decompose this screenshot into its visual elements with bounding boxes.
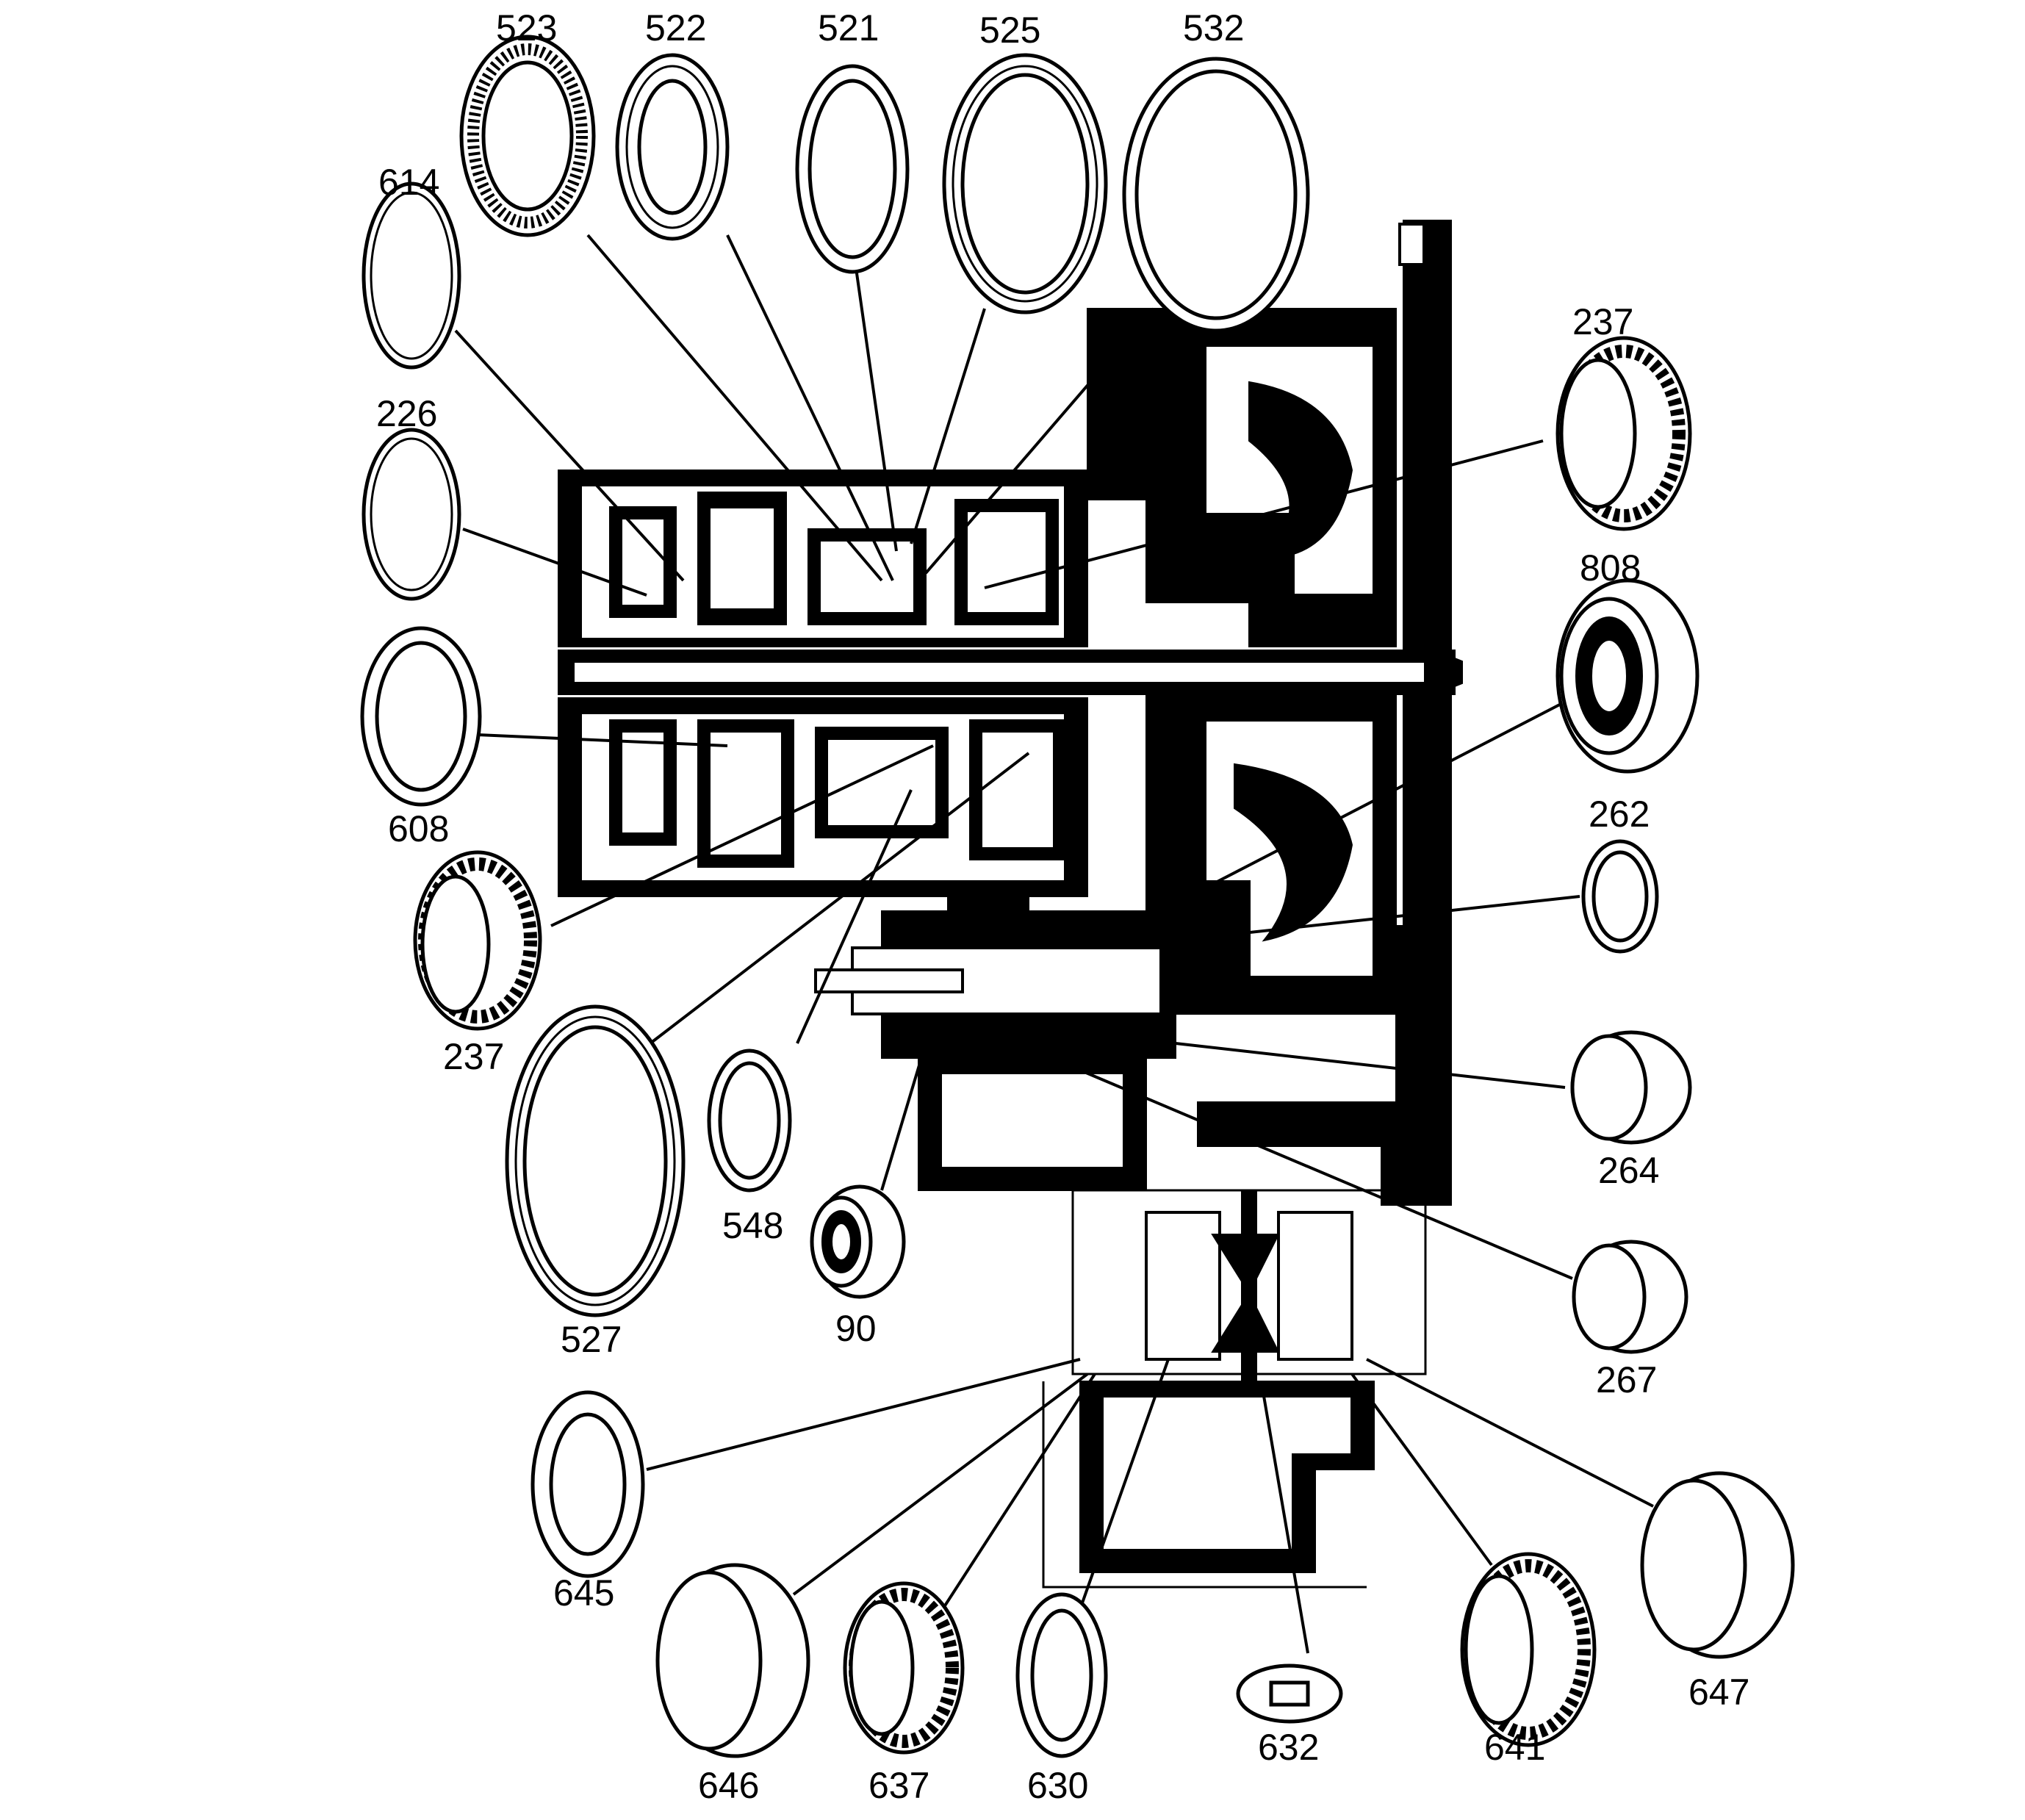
part-90-roller-bearing <box>810 1184 906 1299</box>
part-632-thrust-washer <box>1236 1663 1343 1724</box>
callout-637: 637 <box>868 1765 929 1806</box>
callout-646: 646 <box>698 1765 759 1806</box>
leader-lines <box>454 234 1654 1654</box>
callout-237-upper: 237 <box>1572 301 1633 342</box>
part-532-ring <box>1122 57 1310 333</box>
part-522-washer <box>615 53 730 241</box>
callout-614: 614 <box>378 162 439 203</box>
part-637-roller-bearing <box>843 1581 965 1755</box>
part-608-washer <box>360 626 482 807</box>
callout-808: 808 <box>1580 547 1641 589</box>
part-548-washer <box>707 1049 792 1193</box>
part-525-ring <box>942 53 1108 314</box>
part-646-bearing-cup <box>655 1563 810 1758</box>
callout-521: 521 <box>818 7 879 48</box>
callout-267: 267 <box>1596 1359 1657 1400</box>
part-237-lower-roller-bearing <box>413 850 542 1031</box>
part-641-roller-bearing <box>1460 1552 1597 1747</box>
part-614-snap-ring <box>362 181 461 370</box>
callout-630: 630 <box>1027 1765 1088 1806</box>
callout-226: 226 <box>376 393 437 434</box>
part-808-roller-bearing <box>1555 578 1700 774</box>
exploded-parts <box>360 35 1795 1758</box>
callout-532: 532 <box>1183 7 1244 48</box>
callout-641: 641 <box>1484 1727 1545 1768</box>
part-647-bearing-cup <box>1640 1471 1795 1659</box>
callout-645: 645 <box>553 1572 614 1614</box>
callout-90: 90 <box>835 1308 877 1349</box>
callout-608: 608 <box>388 808 449 849</box>
part-521-thrust-washer <box>795 64 910 274</box>
part-645-seal <box>530 1390 645 1578</box>
transaxle-housing-cross-section <box>558 220 1463 1589</box>
callout-237-lower: 237 <box>443 1036 504 1077</box>
part-523-thrust-bearing <box>459 35 596 237</box>
part-237-upper-roller-bearing <box>1555 336 1692 531</box>
callout-525: 525 <box>979 10 1040 51</box>
part-527-ring <box>505 1004 686 1317</box>
part-630-shim <box>1015 1592 1108 1758</box>
callout-labels: 523 522 521 525 532 614 226 237 808 608 … <box>376 7 1749 1806</box>
callout-522: 522 <box>645 7 706 48</box>
callout-632: 632 <box>1258 1727 1319 1768</box>
part-226-snap-ring <box>362 428 461 601</box>
part-264-bearing-cup <box>1570 1030 1692 1145</box>
callout-264: 264 <box>1598 1150 1659 1191</box>
callout-647: 647 <box>1688 1672 1749 1713</box>
callout-548: 548 <box>722 1205 783 1246</box>
part-262-washer <box>1581 839 1659 954</box>
callout-523: 523 <box>496 7 557 48</box>
callout-527: 527 <box>561 1319 622 1360</box>
callout-262: 262 <box>1589 794 1650 835</box>
part-267-bearing-cup <box>1572 1240 1688 1354</box>
